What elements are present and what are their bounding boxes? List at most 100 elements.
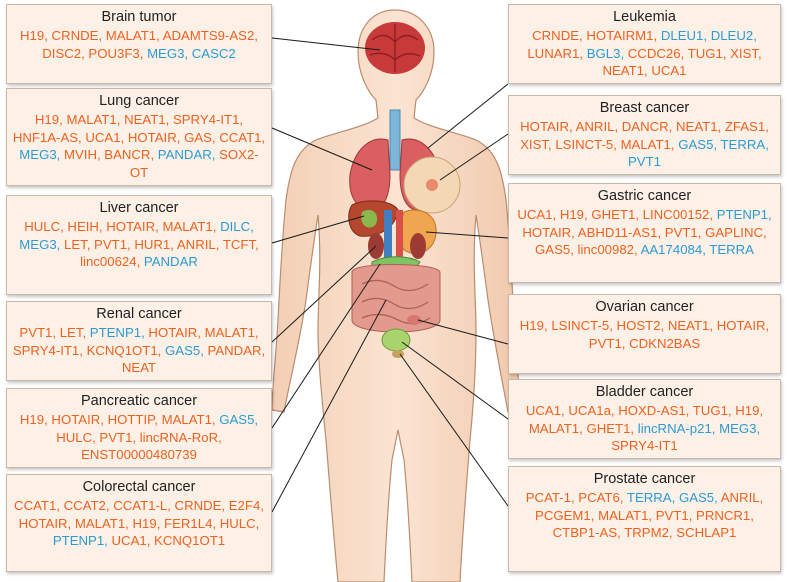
gene-label: CASC2 (191, 45, 236, 61)
gene-label: GAS5, (678, 136, 721, 152)
gene-list: HULC, HEIH, HOTAIR, MALAT1, DILC, MEG3, … (11, 218, 267, 271)
gene-label: H19, (519, 318, 552, 333)
gene-label: DILC, (220, 219, 254, 234)
gene-label: CDKN2BAS (629, 335, 701, 351)
gene-label: MVIH, (64, 147, 105, 163)
gene-label: GAPLINC, (705, 224, 767, 240)
gene-label: LET, (63, 236, 95, 252)
connector-prostate (399, 353, 509, 507)
brain-organ (365, 22, 425, 74)
box-title: Renal cancer (96, 306, 182, 322)
gene-label: NEAT1, (676, 119, 725, 134)
gene-label: MALAT1, (74, 515, 133, 531)
box-title: Breast cancer (599, 100, 690, 116)
connector-renal (271, 245, 377, 343)
gene-label: TCFT, (222, 236, 259, 252)
box-brain: Brain tumor H19, CRNDE, MALAT1, ADAMTS9-… (6, 4, 272, 84)
gene-label: MALAT1, (161, 412, 220, 427)
gene-label: PCGEM1, (535, 507, 599, 523)
gene-label: PVT1 (628, 154, 661, 170)
box-title: Brain tumor (101, 9, 177, 25)
gene-label: HOTAIR, (106, 219, 163, 234)
gene-label: HOTTIP, (107, 412, 162, 427)
gene-label: TRPM2, (624, 525, 677, 541)
gene-label: POU3F3, (88, 45, 148, 61)
gene-label: HOTAIR, (520, 119, 576, 134)
gene-label: PCAT-1, (525, 490, 579, 505)
gene-label: DANCR, (621, 119, 676, 134)
trachea (389, 109, 401, 171)
gene-label: SPRY4-IT1 (611, 438, 678, 454)
gene-label: DISC2, (42, 45, 89, 61)
box-breast: Breast cancer HOTAIR, ANRIL, DANCR, NEAT… (508, 95, 781, 175)
gene-label: lincRNA-RoR, (139, 429, 222, 445)
gene-label: linc00624, (80, 254, 144, 270)
box-title: Colorectal cancer (82, 479, 196, 495)
gene-label: HULC, (24, 219, 68, 234)
left-lung (349, 138, 391, 211)
box-title: Ovarian cancer (595, 299, 694, 315)
gene-label: PRNCR1, (696, 507, 754, 523)
gene-label: ANRIL, (720, 490, 764, 505)
gene-label: HOTAIR, (522, 224, 578, 240)
box-liver: Liver cancer HULC, HEIH, HOTAIR, MALAT1,… (6, 195, 272, 295)
connector-lung (271, 127, 373, 171)
gene-label: SOX2-OT (129, 147, 259, 180)
gene-label: HOST2, (616, 318, 668, 333)
gene-label: ZFAS1, (724, 119, 769, 134)
connector-gastric (425, 231, 509, 239)
gene-label: DLEU1, (660, 28, 711, 43)
gene-list: UCA1, UCA1a, HOXD-AS1, TUG1, H19, MALAT1… (513, 402, 776, 455)
gene-label: MEG3, (19, 236, 64, 252)
gene-label: MEG3, (719, 420, 761, 436)
gene-label: PANDAR, (207, 342, 266, 358)
gene-label: NEAT1, (667, 318, 717, 333)
box-bladder: Bladder cancer UCA1, UCA1a, HOXD-AS1, TU… (508, 379, 781, 459)
gene-label: XIST, (520, 136, 556, 152)
gene-label: GAS5, (678, 490, 721, 505)
gene-label: AA174084, (640, 242, 710, 258)
box-title: Prostate cancer (593, 471, 696, 487)
gene-label: HOTAIR, (51, 412, 108, 427)
gene-label: CCAT1-L, (113, 498, 175, 513)
gene-label: MALAT1, (620, 136, 679, 152)
gene-label: PTENP1, (716, 207, 772, 222)
connector-lines (271, 37, 509, 513)
box-leukemia: Leukemia CRNDE, HOTAIRM1, DLEU1, DLEU2, … (508, 4, 781, 84)
gene-label: HOTAIR, (127, 129, 185, 145)
gene-label: TUG1, (687, 45, 731, 61)
gene-label: CRNDE, (174, 498, 229, 513)
gene-label: CTBP1-AS, (552, 525, 625, 541)
box-title: Leukemia (613, 9, 676, 25)
gene-label: MEG3, (19, 147, 64, 163)
gene-label: BGL3, (586, 45, 628, 61)
gene-label: MALAT1, (162, 219, 221, 234)
gene-label: UCA1, (517, 207, 560, 222)
gene-label: PVT1, (99, 429, 140, 445)
gene-label: H19, (19, 412, 52, 427)
gene-label: UCA1 (651, 63, 687, 79)
gene-label: ANRIL, (575, 119, 622, 134)
box-prostate: Prostate cancer PCAT-1, PCAT6, TERRA, GA… (508, 466, 781, 572)
gene-list: H19, HOTAIR, HOTTIP, MALAT1, GAS5, HULC,… (11, 411, 267, 464)
gene-label: LSINCT-5, (551, 318, 617, 333)
gene-label: H19, (34, 112, 67, 127)
aorta (384, 210, 392, 290)
box-title: Bladder cancer (595, 384, 694, 400)
gene-label: GAS5, (535, 242, 578, 258)
gene-label: FER1L4, (164, 515, 220, 531)
gene-label: HNF1A-AS, (12, 129, 86, 145)
connector-liver (271, 215, 365, 244)
connector-ovarian (417, 319, 509, 345)
gene-label: PANDAR (143, 254, 198, 270)
gene-label: HOTAIR, (148, 325, 205, 340)
connector-bladder (401, 341, 509, 420)
gene-label: HOTAIR, (18, 515, 75, 531)
gene-label: MALAT1, (204, 325, 259, 340)
gene-label: NEAT1, (124, 112, 173, 127)
gene-label: lincRNA-p21, (637, 420, 720, 436)
gene-label: TERRA (709, 242, 754, 258)
gene-label: PVT1, (664, 224, 706, 240)
gene-label: MEG3, (147, 45, 192, 61)
